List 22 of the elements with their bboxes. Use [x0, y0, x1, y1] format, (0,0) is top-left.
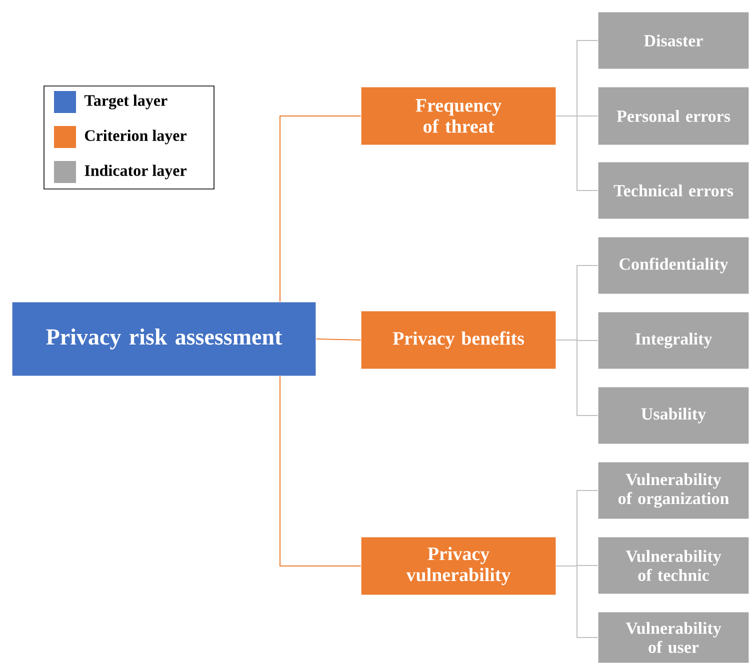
connector-line — [556, 566, 598, 638]
connector-line — [280, 376, 362, 566]
legend-label: Indicator layer — [84, 164, 187, 180]
connector-line — [556, 116, 598, 191]
indicator-box: Technical errors — [598, 162, 750, 220]
connector-line — [556, 340, 598, 416]
criterion-box: Frequency of threat — [360, 86, 556, 146]
indicator-box: Vulnerability of organization — [598, 462, 750, 520]
indicator-box: Vulnerability of technic — [598, 536, 750, 594]
connector-line — [280, 116, 362, 302]
target-box: Privacy risk assessment — [12, 302, 316, 376]
legend-label: Target layer — [84, 94, 168, 110]
indicator-box: Integrality — [598, 312, 750, 370]
legend-label: Criterion layer — [85, 130, 186, 144]
criterion-box: Privacy benefits — [360, 310, 556, 370]
indicator-box: Disaster — [598, 12, 750, 70]
indicator-box: Confidentiality — [598, 236, 750, 294]
indicator-box: Vulnerability of user — [598, 612, 750, 663]
indicator-box: Personal errors — [598, 86, 750, 146]
connector-line — [316, 338, 362, 340]
indicator-box: Usability — [598, 386, 750, 444]
criterion-box: Privacy vulnerability — [360, 536, 556, 596]
